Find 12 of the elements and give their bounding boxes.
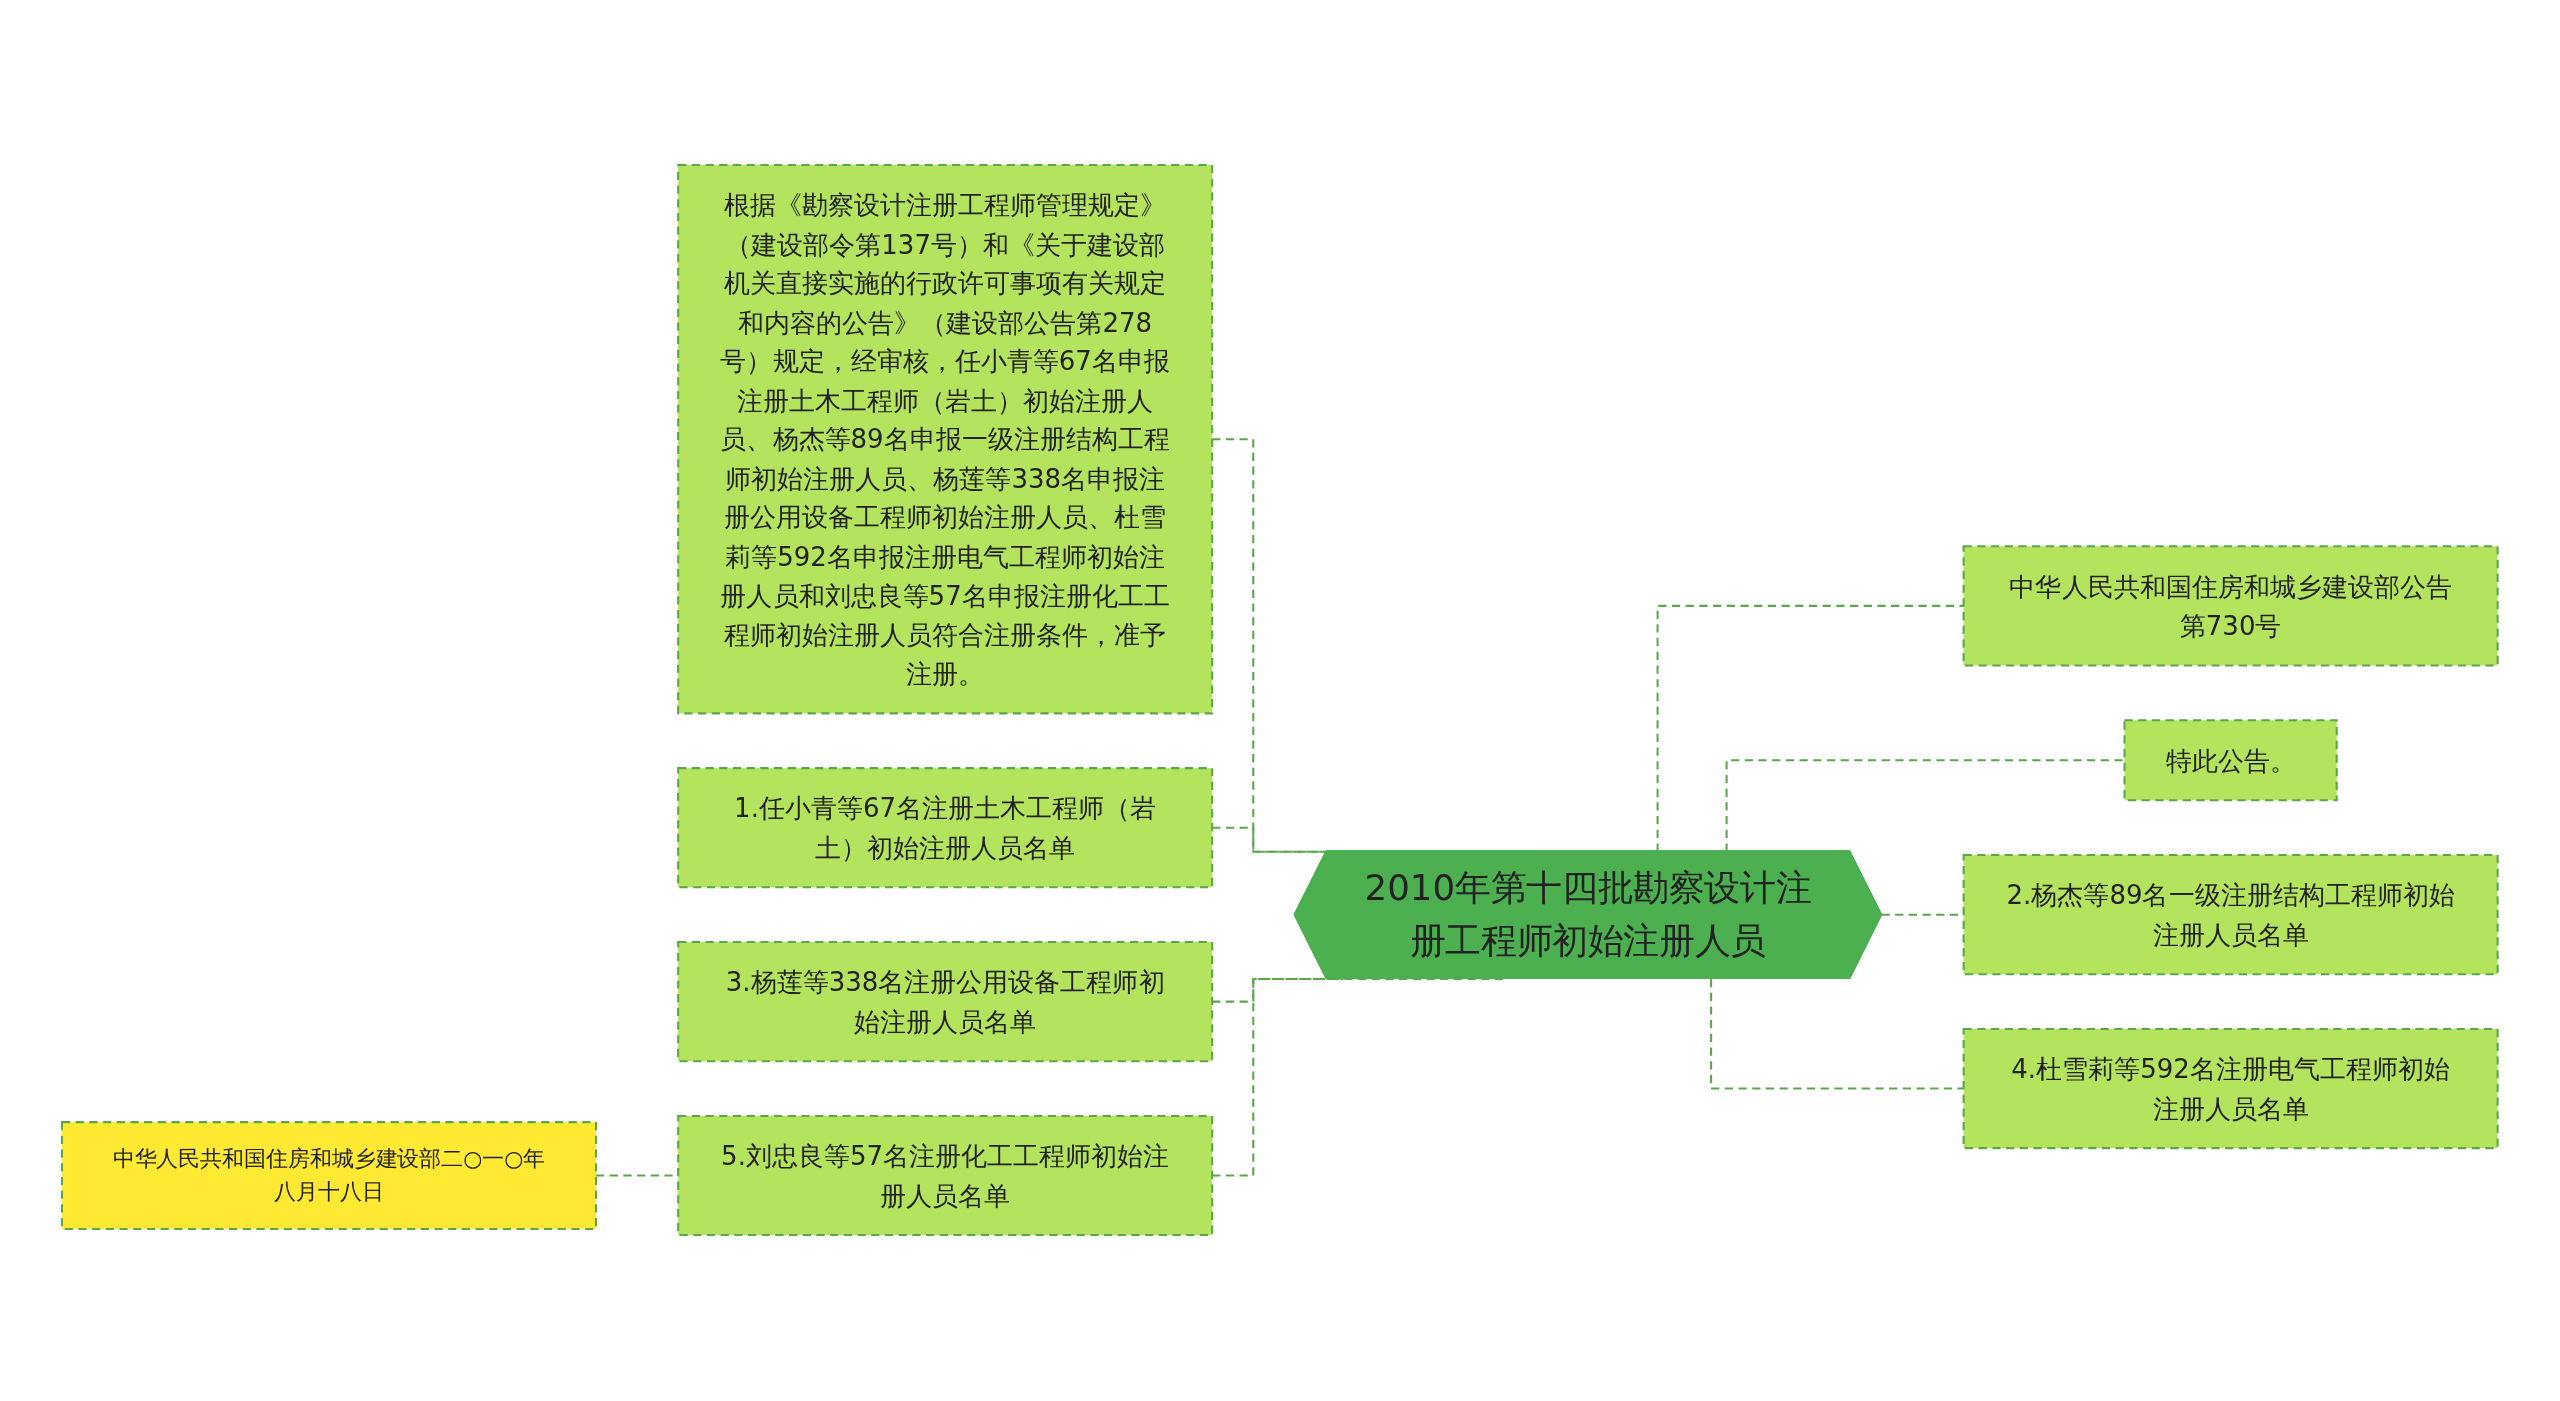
node-box: 特此公告。 <box>2123 719 2338 802</box>
node-box: 2.杨杰等89名一级注册结构工程师初始注册人员名单 <box>1962 854 2499 976</box>
connector <box>1725 759 2125 853</box>
node-box: 3.杨莲等338名注册公用设备工程师初始注册人员名单 <box>677 941 1214 1063</box>
node-box: 5.刘忠良等57名注册化工工程师初始注册人员名单 <box>677 1115 1214 1237</box>
node-box: 1.任小青等67名注册土木工程师（岩土）初始注册人员名单 <box>677 767 1214 889</box>
connector <box>1710 979 1964 1091</box>
node-box: 4.杜雪莉等592名注册电气工程师初始注册人员名单 <box>1962 1028 2499 1150</box>
connector <box>1656 605 1964 853</box>
node-box: 根据《勘察设计注册工程师管理规定》（建设部令第137号）和《关于建设部机关直接实施的行政许可事项有关规定和内容的公告》（建设部公告第278号）规定，经审核，任小青等67名申报注册土木工程师（岩土）初始注册人员、杨杰等89名申报一级注册结构工程师初始注册人员、杨莲等338名申报注册公用设备工程师初始注册人员、杜雪莉等592名申报注册电气工程师初始注册人员和刘忠良等57名申报注册化工工程师初始注册人员符合注册条件，准予注册。 <box>677 164 1214 715</box>
node-box: 中华人民共和国住房和城乡建设部公告第730号 <box>1962 545 2499 667</box>
node-box: 中华人民共和国住房和城乡建设部二○一○年八月十八日 <box>61 1121 598 1231</box>
